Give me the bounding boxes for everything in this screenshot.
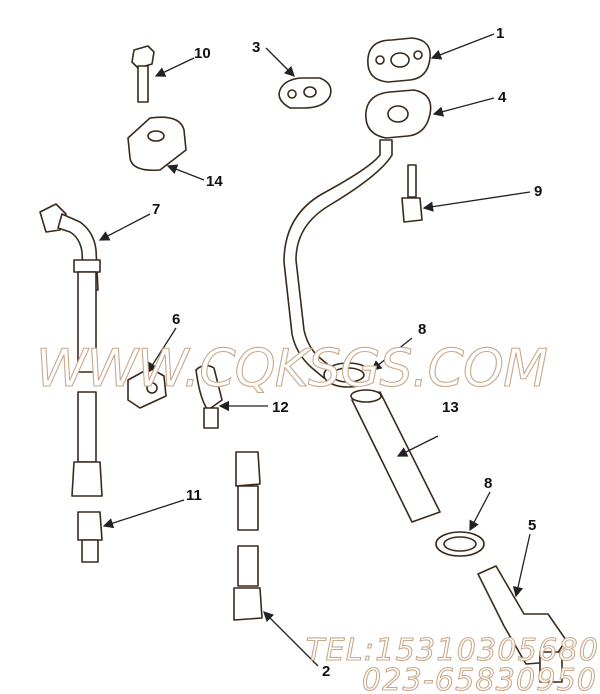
watermark-phone: 023-65830950 [362,663,596,694]
callout-9: 9 [534,183,542,200]
fuel-line-part-2 [233,451,263,621]
fuel-line-part-7 [39,203,103,497]
callout-1: 1 [496,25,504,42]
callout-3: 3 [252,39,260,56]
callout-14: 14 [206,173,223,190]
exhaust-tube-part-4 [283,89,432,379]
gasket-part-1 [367,37,431,83]
callout-7: 7 [152,201,160,218]
watermark-tel: TEL:15310305680 [306,633,598,668]
connector-part-12 [195,364,223,429]
clamp-part-8-lower [435,531,485,557]
hose-part-13 [350,389,441,523]
callout-12: 12 [272,399,289,416]
callout-10: 10 [194,45,211,62]
callout-4: 4 [498,89,507,106]
elbow-part-5 [477,565,567,683]
callout-8-lower: 8 [484,475,492,492]
gasket-part-3 [278,77,332,109]
callout-5: 5 [528,517,536,534]
block-part-14 [127,116,187,172]
callout-11: 11 [186,487,202,504]
callout-13: 13 [442,399,459,416]
callout-8-upper: 8 [418,321,426,338]
clamp-part-8-upper [323,362,373,388]
bolt-part-10 [131,45,155,103]
bolt-part-9 [401,164,423,223]
watermark-site: WWW.CQKSGS.COM [36,339,548,399]
callout-6: 6 [172,311,180,328]
callout-2: 2 [322,663,330,680]
leader-lines [98,33,531,667]
fitting-part-11 [77,511,103,563]
